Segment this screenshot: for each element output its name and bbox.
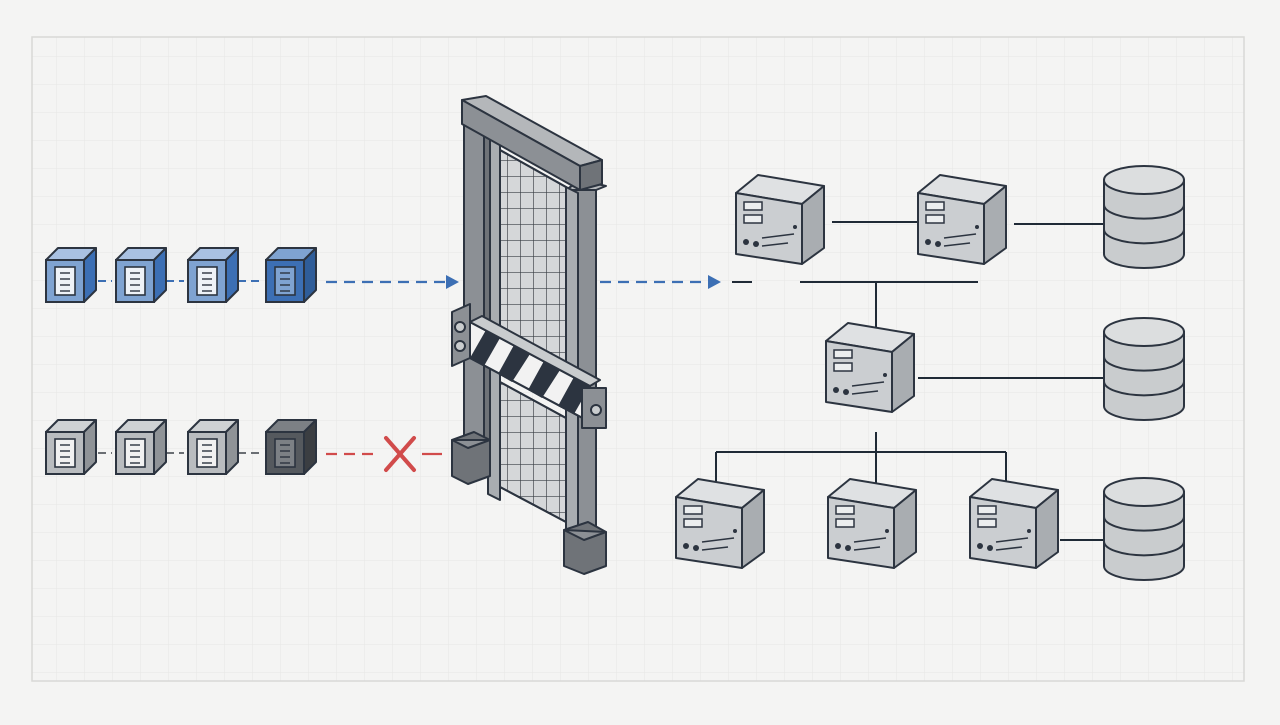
server-icon xyxy=(675,478,765,569)
striped-barrier-icon xyxy=(451,303,607,429)
link-top-bus xyxy=(800,281,978,332)
database-icon xyxy=(1103,477,1185,581)
databases xyxy=(1103,165,1185,581)
servers xyxy=(675,174,1059,569)
blocked-packet-2 xyxy=(115,419,167,475)
allowed-arrows xyxy=(98,275,721,289)
allowed-packet-4 xyxy=(265,247,317,303)
allowed-packets xyxy=(45,247,317,303)
gate-left-pillar xyxy=(463,115,485,459)
allowed-arrow-out-head xyxy=(708,275,721,289)
server-icon xyxy=(735,174,825,265)
server-icon xyxy=(969,478,1059,569)
blocked-packet-1 xyxy=(45,419,97,475)
gate-icon xyxy=(451,95,607,575)
blocked-packet-4 xyxy=(265,419,317,475)
blocked-arrows xyxy=(98,436,442,472)
database-icon xyxy=(1103,317,1185,421)
server-icon xyxy=(825,322,915,413)
blocked-packet-3 xyxy=(187,419,239,475)
allowed-packet-1 xyxy=(45,247,97,303)
network-links xyxy=(715,221,1104,541)
allowed-packet-3 xyxy=(187,247,239,303)
barrier-hinge xyxy=(451,303,471,367)
blocked-packets xyxy=(45,419,317,475)
x-mark-icon xyxy=(384,436,416,472)
database-icon xyxy=(1103,165,1185,269)
link-bottom-bus xyxy=(715,432,1007,500)
server-icon xyxy=(917,174,1007,265)
allowed-arrow-in-head xyxy=(446,275,459,289)
diagram-frame xyxy=(31,36,1245,682)
allowed-packet-2 xyxy=(115,247,167,303)
server-icon xyxy=(827,478,917,569)
